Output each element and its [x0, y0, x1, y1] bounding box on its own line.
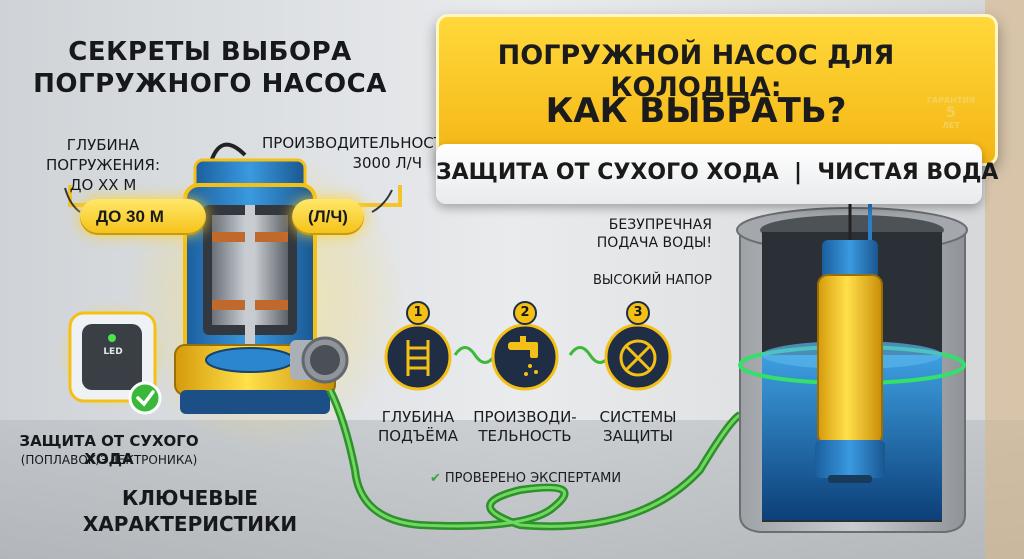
- dry-run-subtitle: (ПОПЛАВОК/ЭЛЕКТРОНИКА): [20, 453, 198, 467]
- warranty-number: 5: [946, 105, 956, 121]
- depth-pill: ДО 30 М: [80, 199, 206, 235]
- left-title: СЕКРЕТЫ ВЫБОРА ПОГРУЖНОГО НАСОСА: [33, 37, 387, 99]
- key-characteristics: КЛЮЧЕВЫЕ ХАРАКТЕРИСТИКИ: [82, 486, 298, 536]
- dry-run-sensor-illustration: [57, 300, 167, 415]
- experts-checked-text: ПРОВЕРЕНО ЭКСПЕРТАМИ: [444, 471, 622, 486]
- step-icons: [384, 301, 672, 391]
- step-3-number: 3: [633, 305, 643, 320]
- performance-pill: (Л/Ч): [292, 199, 364, 235]
- warranty-unit: ЛЕТ: [942, 121, 960, 130]
- no-dry-run-icon: [619, 339, 657, 377]
- led-label: LED: [103, 347, 123, 357]
- pump-cutaway-illustration: [174, 142, 349, 414]
- step-1-number: 1: [413, 305, 423, 320]
- step-2-number: 2: [520, 305, 530, 320]
- banner-line-1: ПОГРУЖНОЙ НАСОС ДЛЯ КОЛОДЦА:: [497, 40, 895, 103]
- experts-checked: ✔ПРОВЕРЕНО ЭКСПЕРТАМИ: [430, 468, 650, 490]
- dry-run-title: ЗАЩИТА ОТ СУХОГО ХОДА: [19, 432, 199, 468]
- ladder-icon: [406, 340, 430, 376]
- banner-line-2: КАК ВЫБРАТЬ?: [545, 91, 847, 131]
- warranty-label: ГАРАНТИЯ: [926, 96, 976, 105]
- well-illustration: [736, 190, 968, 533]
- performance-label: ПРОИЗВОДИТЕЛЬНОСТЬ 3000 Л/Ч: [262, 134, 454, 172]
- check-icon: ✔: [430, 471, 441, 486]
- step-2-label: ПРОИЗВОДИ-ТЕЛЬНОСТЬ: [473, 408, 577, 445]
- headline-banner: [436, 14, 998, 166]
- faucet-icon: [508, 336, 538, 376]
- sub-banner: [436, 144, 982, 204]
- high-head-label: ВЫСОКИЙ НАПОР: [592, 273, 712, 288]
- flawless-supply-label: БЕЗУПРЕЧНАЯ ПОДАЧА ВОДЫ!: [596, 217, 712, 251]
- sub-banner-text: ЗАЩИТА ОТ СУХОГО ХОДА | ЧИСТАЯ ВОДА: [436, 160, 999, 185]
- depth-label: ГЛУБИНА ПОГРУЖЕНИЯ: ДО XX М: [45, 136, 161, 194]
